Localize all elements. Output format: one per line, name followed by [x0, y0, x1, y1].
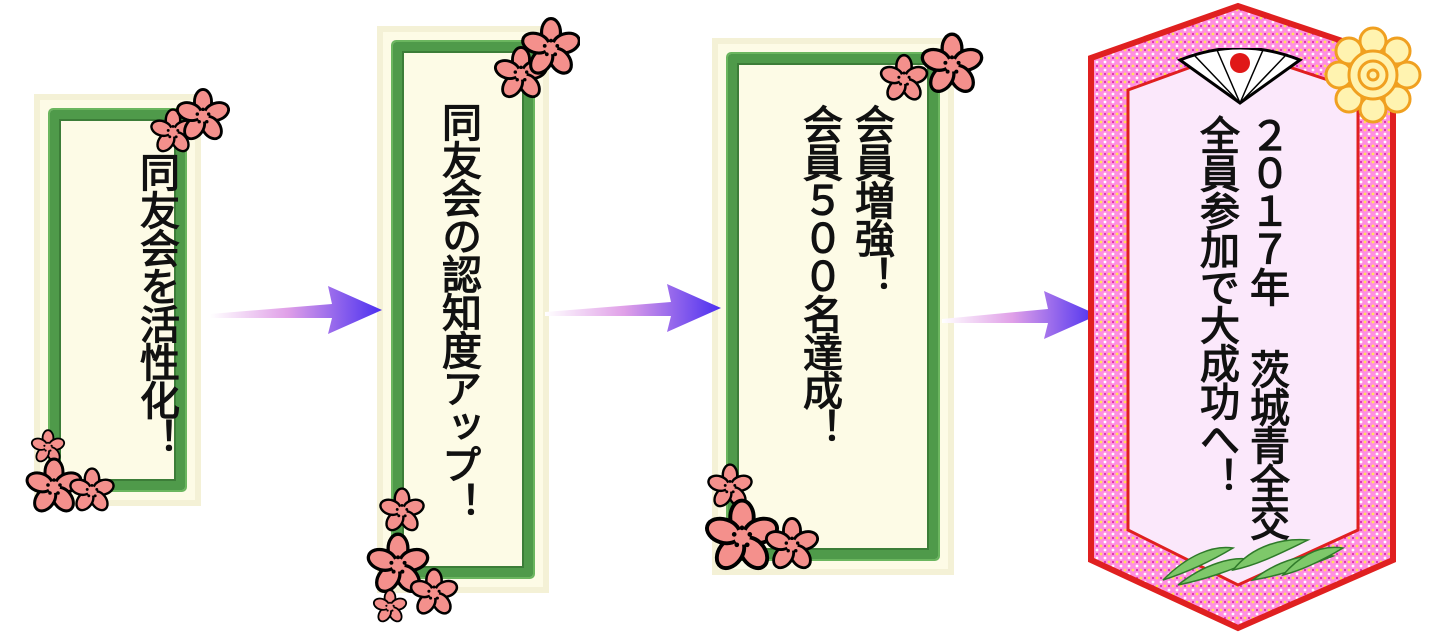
bamboo-leaves-icon: [1162, 538, 1346, 586]
goal-line2: 全員参加で大成功へ！: [1193, 115, 1239, 495]
step-2-text: 同友会の認知度アップ！: [435, 102, 481, 520]
chrysanthemum-icon: [1324, 26, 1422, 124]
step-3-frame: [728, 54, 938, 559]
step-1-panel: 同友会を活性化！: [40, 100, 195, 500]
step-1-frame: [50, 110, 185, 490]
step-1-text: 同友会を活性化！: [133, 152, 179, 456]
sakura-flower-icon: [148, 87, 230, 156]
goal-panel: ２０１７年 茨城青全交 全員参加で大成功へ！: [1083, 0, 1422, 634]
step-2-panel: 同友会の認知度アップ！: [383, 32, 543, 587]
arrow-right-icon: [210, 286, 382, 334]
arrow-right-icon: [545, 284, 721, 332]
goal-frame: [1088, 2, 1396, 632]
sakura-flower-icon: [701, 463, 822, 576]
folding-fan-icon: [1176, 48, 1304, 105]
sakura-flower-icon: [363, 487, 460, 625]
step-3-line1: 会員増強！: [848, 104, 894, 294]
step-3-line2: 会員５００名達成！: [796, 104, 842, 446]
arrow-right-icon: [942, 291, 1098, 339]
sakura-flower-icon: [491, 17, 580, 102]
sakura-flower-icon: [23, 429, 117, 517]
step-3-panel: 会員増強！ 会員５００名達成！: [718, 44, 948, 569]
goal-line1: ２０１７年 茨城青全交: [1243, 115, 1289, 539]
step-2-frame: [393, 42, 533, 577]
sakura-flower-icon: [877, 32, 987, 105]
